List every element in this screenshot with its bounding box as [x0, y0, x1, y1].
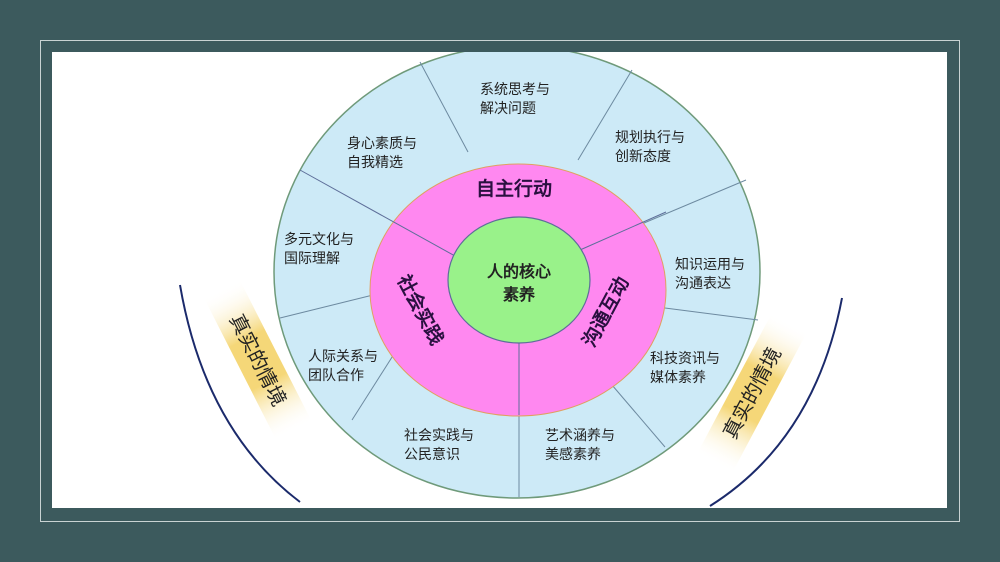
context-arc-left	[179, 284, 301, 503]
item-label: 科技资讯与	[650, 351, 720, 367]
core-circle	[447, 216, 591, 344]
item-label: 美感素养	[545, 446, 601, 463]
slide-frame	[40, 40, 960, 522]
core-label-line2: 素养	[503, 285, 536, 304]
item-label: 国际理解	[284, 251, 340, 267]
banner-background	[203, 279, 313, 441]
item-label: 团队合作	[308, 368, 364, 384]
banner-background	[696, 312, 808, 474]
slide-canvas: 人的核心 素养 自主行动 社会实践 沟通互动 系统思考与 解决问题 身心素质与 …	[52, 52, 947, 508]
context-arc-right	[709, 297, 843, 507]
item-label: 人际关系与	[308, 349, 378, 365]
dimension-autonomous-action: 自主行动	[476, 177, 552, 200]
divider	[419, 61, 469, 153]
item-label: 身心素质与	[347, 136, 417, 152]
item-label: 解决问题	[480, 101, 536, 117]
item-label: 规划执行与	[615, 130, 685, 146]
divider	[579, 211, 667, 251]
item-label: 沟通表达	[675, 276, 731, 292]
divider	[611, 384, 666, 448]
item-label: 自我精选	[347, 155, 403, 171]
item-label: 系统思考与	[480, 82, 550, 98]
item-label: 社会实践与	[404, 428, 474, 444]
item-label: 多元文化与	[284, 231, 354, 248]
divider	[279, 294, 374, 319]
divider	[664, 307, 759, 321]
core-competency-diagram: 人的核心 素养 自主行动 社会实践 沟通互动 系统思考与 解决问题 身心素质与 …	[179, 52, 843, 507]
item-label: 公民意识	[404, 446, 460, 463]
divider	[299, 169, 456, 257]
item-label: 知识运用与	[675, 256, 745, 273]
item-label: 创新态度	[615, 149, 671, 165]
competency-items: 系统思考与 解决问题 身心素质与 自我精选 规划执行与 创新态度 多元文化与 国…	[284, 82, 745, 463]
divider	[577, 69, 633, 161]
item-label: 媒体素养	[650, 370, 706, 386]
item-label: 艺术涵养与	[545, 428, 615, 444]
core-label-line1: 人的核心	[487, 262, 551, 281]
